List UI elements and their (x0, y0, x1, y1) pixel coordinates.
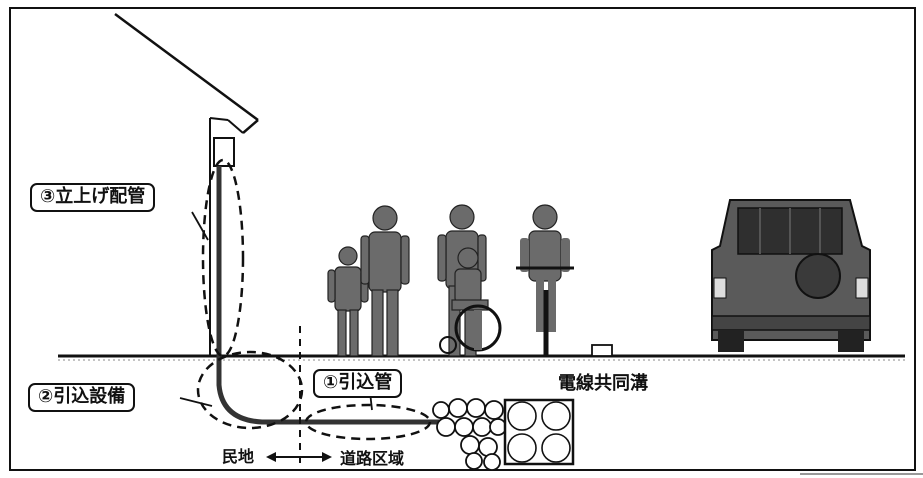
car-icon (711, 199, 871, 352)
meter-box-icon (213, 137, 235, 167)
utility-trench-label: 電線共同溝 (558, 373, 648, 394)
child-person-icon (327, 246, 369, 357)
riser-callout-leader (191, 211, 209, 241)
riser-pipe-label: ③立上げ配管 (30, 183, 156, 212)
boundary-double-arrow (266, 452, 332, 462)
curb-block (591, 344, 613, 357)
house-wall (209, 117, 229, 356)
wheelchair-user-icon (439, 247, 502, 354)
trench-box (503, 398, 575, 466)
service-pipe-dashed-outline (304, 403, 432, 441)
road-area-label: 道路区域 (340, 449, 405, 468)
service-pipe (216, 358, 440, 425)
cyclist-icon (516, 204, 574, 356)
adult-person-icon (360, 205, 410, 357)
house-roof-icon (114, 12, 259, 134)
equipment-dashed-outline (196, 350, 304, 430)
cable-bundle-icon (432, 398, 507, 471)
private-land-label: 民地 (222, 447, 255, 466)
service-equipment-label: ②引込設備 (28, 383, 136, 412)
equipment-callout-leader (179, 397, 213, 407)
service-pipe-label: ①引込管 (313, 369, 403, 398)
frame (9, 7, 916, 471)
riser-dashed-outline (201, 158, 245, 358)
